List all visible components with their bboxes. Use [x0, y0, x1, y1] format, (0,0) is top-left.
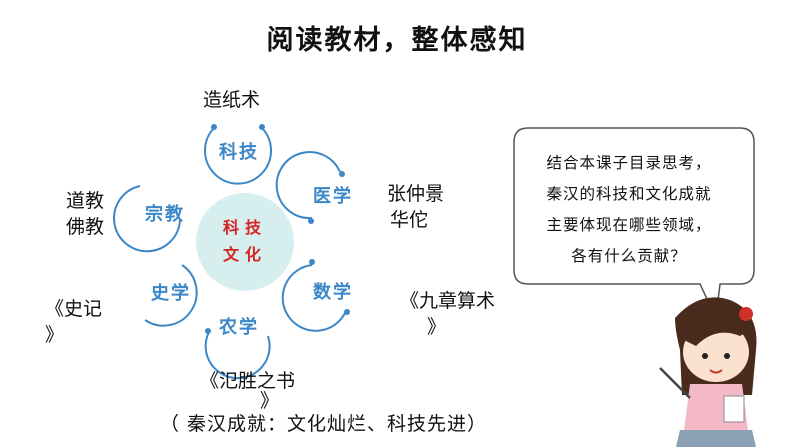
center-label: 科技 文化 [196, 214, 294, 268]
label-physicians-line1: 张仲景 [387, 183, 445, 205]
node-religion: 宗教 [145, 204, 185, 225]
node-medicine: 医学 [313, 186, 353, 207]
label-religions-line2: 佛教 [66, 216, 105, 238]
bubble-line3: 主要体现在哪些领域， [546, 216, 712, 234]
label-agri-book-line2: 》 [260, 390, 280, 412]
node-tech: 科技 [219, 142, 259, 163]
label-physicians-line2: 华佗 [390, 209, 429, 231]
label-history-book-line2: 》 [45, 324, 65, 346]
label-religions-line1: 道教 [66, 190, 105, 212]
cartoon-girl-illustration [659, 297, 757, 447]
label-math-book: 《九章算术 》 [400, 288, 495, 340]
dot [259, 124, 265, 130]
bubble-line1: 结合本课子目录思考， [546, 154, 712, 172]
dot [211, 124, 217, 130]
label-math-book-line2: 》 [427, 316, 447, 338]
node-math: 数学 [313, 282, 353, 303]
arc-tech [204, 127, 272, 185]
label-physicians: 张仲景 华佗 [387, 181, 444, 233]
bubble-line4: 各有什么贡献？ [571, 247, 687, 265]
label-papermaking: 造纸术 [203, 89, 261, 111]
summary-line: （ 秦汉成就：文化灿烂、科技先进） [160, 413, 488, 435]
label-history-book-line1: 《史记 [45, 298, 103, 320]
node-agriculture: 农学 [219, 317, 259, 338]
label-agri-book: 《氾胜之书 》 [200, 368, 296, 412]
label-agri-book-line1: 《氾胜之书 [200, 370, 296, 392]
label-religions: 道教 佛教 [66, 188, 104, 240]
slide-title: 阅读教材，整体感知 [266, 25, 528, 56]
label-math-book-line1: 《九章算术 [400, 290, 496, 312]
node-history: 史学 [151, 283, 191, 304]
label-history-book: 《史记 》 [45, 296, 102, 348]
bubble-text: 结合本课子目录思考， 秦汉的科技和文化成就 主要体现在哪些领域， 各有什么贡献？ [520, 148, 738, 272]
center-label-line2: 文化 [222, 245, 267, 264]
center-label-line1: 科技 [222, 218, 267, 237]
center-circle [196, 193, 294, 291]
bubble-line2: 秦汉的科技和文化成就 [546, 185, 712, 203]
